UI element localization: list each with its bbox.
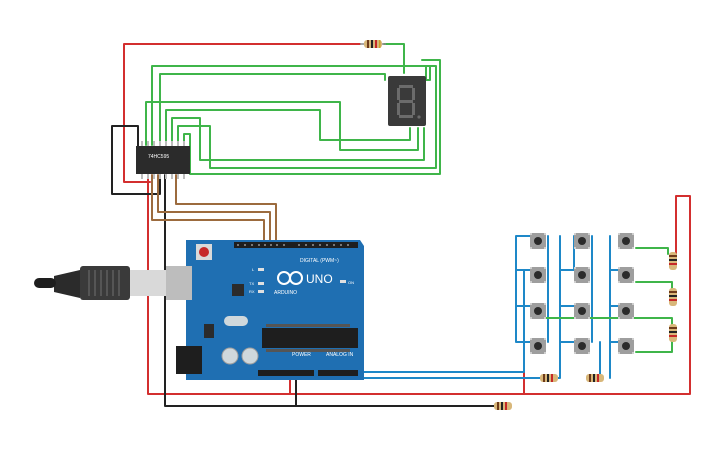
pushbutton-r1-c3[interactable] <box>618 233 634 249</box>
wire-row-4[interactable] <box>635 339 673 353</box>
on-led-label: ON <box>348 280 354 285</box>
resistors <box>360 40 677 410</box>
pushbutton-r4-c3[interactable] <box>618 338 634 354</box>
resistor-top[interactable] <box>360 40 386 48</box>
wire-green-5[interactable] <box>165 109 411 146</box>
pushbutton-r2-c1[interactable] <box>530 267 546 283</box>
resistor-row-3[interactable] <box>669 324 677 342</box>
power-jack <box>176 346 202 374</box>
usb-port <box>166 266 192 300</box>
shift-register-chip[interactable]: 74HC595 <box>136 141 190 179</box>
pushbutton-r1-c2[interactable] <box>574 233 590 249</box>
resistor-bottom[interactable] <box>494 402 512 410</box>
wire-red-top[interactable] <box>123 43 361 183</box>
wire-brown-1[interactable] <box>151 174 265 242</box>
tx-led <box>258 282 264 285</box>
pushbutton-r3-c2[interactable] <box>574 303 590 319</box>
wire-green-4[interactable] <box>145 101 419 151</box>
resistor-keypad-2[interactable] <box>586 374 604 382</box>
wire-green-6[interactable] <box>171 117 425 161</box>
resistor-row-2[interactable] <box>669 288 677 306</box>
pushbutton-r2-c2[interactable] <box>574 267 590 283</box>
blue-wires <box>351 235 621 379</box>
resistor-keypad-1[interactable] <box>540 374 558 382</box>
shift-register-label: 74HC595 <box>148 154 169 160</box>
rx-led <box>258 290 264 293</box>
pushbutton-r2-c3[interactable] <box>618 267 634 283</box>
digital-header-label: DIGITAL (PWM~) <box>300 258 339 264</box>
wire-blue-c[interactable] <box>609 235 621 379</box>
analog-header <box>318 370 358 376</box>
model-label: UNO <box>306 272 333 286</box>
brown-wires <box>151 174 277 242</box>
brand-label: ARDUINO <box>274 290 297 296</box>
on-led <box>340 280 346 283</box>
crystal <box>224 316 248 326</box>
l-led-label: L <box>252 267 255 272</box>
wire-row-1[interactable] <box>635 247 669 255</box>
digital-header <box>234 242 358 248</box>
wire-brown-3[interactable] <box>175 174 277 242</box>
pushbutton-r1-c1[interactable] <box>530 233 546 249</box>
capacitor-2 <box>241 347 259 365</box>
resistor-row-1[interactable] <box>669 252 677 270</box>
capacitor-1 <box>221 347 239 365</box>
power-label: POWER <box>292 352 311 358</box>
rx-led-label: RX <box>249 289 255 294</box>
seven-segment-display[interactable]: 8 <box>388 76 426 126</box>
analog-label: ANALOG IN <box>326 352 354 358</box>
regulator <box>204 324 214 338</box>
tx-led-label: TX <box>249 281 254 286</box>
wire-row-2[interactable] <box>635 281 673 291</box>
wire-green-1[interactable] <box>383 43 405 74</box>
power-header <box>258 370 314 376</box>
pushbutton-r3-c3[interactable] <box>618 303 634 319</box>
pushbutton-r4-c2[interactable] <box>574 338 590 354</box>
usb-chip <box>232 284 244 296</box>
pushbutton-r4-c1[interactable] <box>530 338 546 354</box>
atmega-chip <box>262 328 358 348</box>
reset-button-cap[interactable] <box>199 247 209 257</box>
wire-black-loop[interactable] <box>111 125 161 195</box>
wire-blue-d[interactable] <box>547 235 601 379</box>
pushbutton-r3-c1[interactable] <box>530 303 546 319</box>
arduino-uno-board[interactable]: DIGITAL (PWM~) POWER ANALOG IN L TX RX O… <box>166 240 364 380</box>
wire-green-3[interactable] <box>159 73 386 146</box>
wire-blue-a[interactable] <box>357 235 531 373</box>
keypad <box>530 233 634 354</box>
arduino-logo-icon <box>277 271 303 285</box>
l-led <box>258 268 264 271</box>
wire-brown-2[interactable] <box>157 174 271 242</box>
usb-plug-icon[interactable] <box>34 266 172 300</box>
wire-green-7[interactable] <box>177 65 437 169</box>
